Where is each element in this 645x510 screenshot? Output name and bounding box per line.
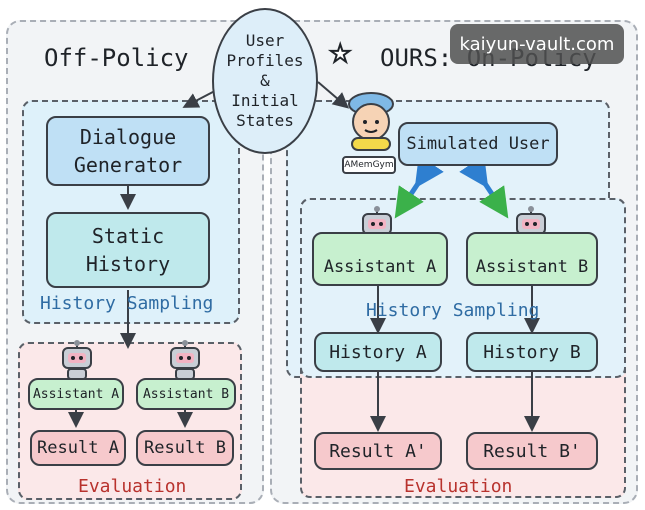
assistant-a-label-right: Assistant A: [323, 257, 437, 277]
star-icon: ★: [329, 31, 352, 71]
result-a-label-right: Result A': [329, 440, 427, 462]
amemgym-badge: AMemGym: [342, 156, 396, 174]
user-profiles-node: User Profiles & Initial States: [212, 8, 318, 154]
result-a-node-right: Result A': [314, 432, 442, 470]
history-a-node: History A: [314, 332, 442, 372]
static-history-label: Static History: [85, 224, 171, 276]
static-history-node: Static History: [46, 212, 210, 288]
assistant-b-node-left: Assistant B: [136, 378, 236, 410]
assistant-a-label-left: Assistant A: [32, 386, 120, 402]
evaluation-region-left: [18, 342, 242, 500]
history-sampling-label-right: History Sampling: [366, 300, 540, 321]
result-b-label-left: Result B: [144, 438, 226, 458]
result-a-label-left: Result A: [37, 438, 119, 458]
result-b-node-right: Result B': [466, 432, 598, 470]
dialogue-generator-node: Dialogue Generator: [46, 116, 210, 186]
result-a-node-left: Result A: [30, 430, 126, 466]
assistant-a-node-right: Assistant A: [312, 232, 448, 286]
history-b-label: History B: [483, 341, 581, 363]
watermark: kaiyun-vault.com: [450, 24, 624, 64]
off-policy-title: Off-Policy: [44, 44, 189, 72]
evaluation-label-right: Evaluation: [404, 476, 513, 497]
result-b-label-right: Result B': [483, 440, 581, 462]
amemgym-badge-label: AMemGym: [344, 160, 394, 170]
robot-icon: [60, 340, 94, 380]
dialogue-generator-label: Dialogue Generator: [73, 125, 183, 177]
result-b-node-left: Result B: [136, 430, 234, 466]
history-a-label: History A: [329, 341, 427, 363]
simulated-user-node: Simulated User: [398, 122, 558, 166]
assistant-b-label-left: Assistant B: [142, 386, 230, 402]
user-avatar-icon: [342, 90, 400, 152]
assistant-b-node-right: Assistant B: [466, 232, 598, 286]
simulated-user-label: Simulated User: [406, 134, 550, 154]
assistant-b-label-right: Assistant B: [475, 257, 589, 277]
user-profiles-label: User Profiles & Initial States: [226, 31, 304, 130]
history-b-node: History B: [466, 332, 598, 372]
double-arrow-icon: [394, 155, 509, 219]
assistant-a-node-left: Assistant A: [28, 378, 124, 410]
evaluation-label-left: Evaluation: [78, 476, 187, 497]
robot-icon: [168, 340, 202, 380]
history-sampling-label-left: History Sampling: [40, 293, 214, 314]
